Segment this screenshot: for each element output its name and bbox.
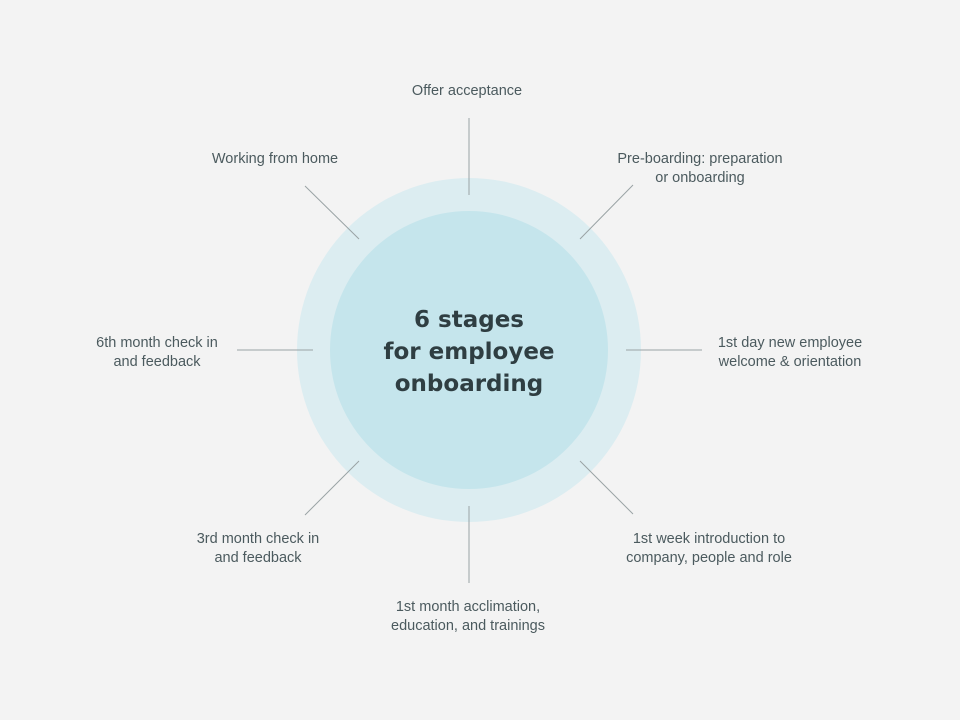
stage-text: 1st week introduction to xyxy=(632,531,786,547)
stage-text: 6th month check in xyxy=(96,335,218,351)
stage-label-wfh: Working from home xyxy=(212,150,338,169)
inner-circle xyxy=(330,211,608,489)
connector-first-week xyxy=(579,460,634,515)
stage-text: Offer acceptance xyxy=(411,83,523,99)
stage-text: welcome & orientation xyxy=(718,354,862,370)
stage-text: education, and trainings xyxy=(391,618,545,634)
stage-text: 3rd month check in xyxy=(196,531,320,547)
connector-third-month xyxy=(304,460,360,516)
stage-label-preboarding: Pre-boarding: preparation or onboarding xyxy=(617,150,782,188)
stage-text: and feedback xyxy=(214,550,302,566)
stage-label-third-month: 3rd month check in and feedback xyxy=(197,530,320,568)
title-line-2: for employee xyxy=(383,339,555,365)
stage-text: Pre-boarding: preparation xyxy=(617,151,783,167)
stage-label-first-week: 1st week introduction to company, people … xyxy=(626,530,792,568)
stage-text: or onboarding xyxy=(655,170,745,186)
stage-text: 1st day new employee xyxy=(717,335,863,351)
title-line-3: onboarding xyxy=(394,371,544,397)
stage-label-sixth-month: 6th month check in and feedback xyxy=(96,334,218,372)
connector-wfh xyxy=(304,185,360,240)
connector-preboarding xyxy=(579,184,634,240)
stage-text: 1st month acclimation, xyxy=(395,599,541,615)
diagram-title: 6 stages for employee onboarding xyxy=(383,304,554,400)
title-line-1: 6 stages xyxy=(414,307,524,333)
stage-label-offer: Offer acceptance xyxy=(412,82,522,101)
stage-text: company, people and role xyxy=(626,550,792,566)
stage-text: Working from home xyxy=(211,151,339,167)
stage-label-first-month: 1st month acclimation, education, and tra… xyxy=(391,598,545,636)
stage-label-first-day: 1st day new employee welcome & orientatio… xyxy=(718,334,862,372)
stage-text: and feedback xyxy=(113,354,201,370)
